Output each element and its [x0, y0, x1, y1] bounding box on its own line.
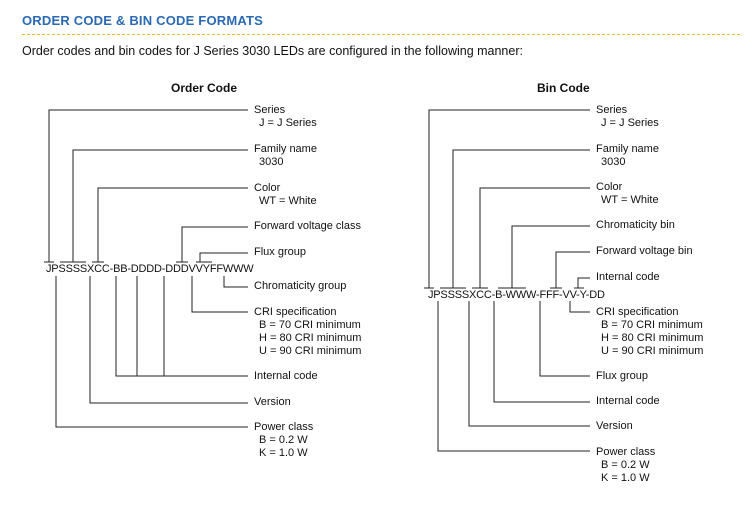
- bin-color-title: Color: [596, 181, 623, 193]
- order-family-label: Family name 3030: [254, 143, 317, 169]
- order-cri-h: H = 80 CRI minimum: [259, 332, 362, 344]
- page-title: ORDER CODE & BIN CODE FORMATS: [22, 13, 264, 28]
- order-series-title: Series: [254, 104, 286, 116]
- order-internal-label: Internal code: [254, 370, 318, 382]
- title-divider: [22, 34, 740, 35]
- bin-power-b: B = 0.2 W: [601, 459, 650, 471]
- order-cri-b: B = 70 CRI minimum: [259, 319, 361, 331]
- order-power-label: Power class B = 0.2 W K = 1.0 W: [254, 421, 313, 460]
- order-power-b: B = 0.2 W: [259, 434, 308, 446]
- bin-power-k: K = 1.0 W: [601, 472, 650, 484]
- bin-series-label: Series J = J Series: [596, 104, 659, 130]
- bin-cri-u: U = 90 CRI minimum: [601, 345, 704, 357]
- order-color-label: Color WT = White: [254, 182, 317, 208]
- bin-cri-title: CRI specification: [596, 306, 679, 318]
- order-power-k: K = 1.0 W: [259, 447, 308, 459]
- bin-family-title: Family name: [596, 143, 659, 155]
- order-family-value: 3030: [259, 156, 284, 168]
- bin-flux-label: Flux group: [596, 370, 648, 382]
- order-family-title: Family name: [254, 143, 317, 155]
- bin-internal2-label: Internal code: [596, 395, 660, 407]
- intro-text: Order codes and bin codes for J Series 3…: [22, 44, 523, 58]
- bin-family-value: 3030: [601, 156, 626, 168]
- bin-series-value: J = J Series: [601, 117, 659, 129]
- bin-color-value: WT = White: [601, 194, 659, 206]
- order-code-string: JPSSSSXCC-BB-DDDD-DDDVVYFFWWW: [46, 263, 254, 275]
- order-cri-u: U = 90 CRI minimum: [259, 345, 362, 357]
- bin-family-label: Family name 3030: [596, 143, 659, 169]
- order-chroma-label: Chromaticity group: [254, 280, 347, 292]
- order-series-value: J = J Series: [259, 117, 317, 129]
- bin-code-string: JPSSSSXCC-B-WWW-FFF-VV-Y-DD: [428, 289, 605, 301]
- order-code-heading: Order Code: [171, 81, 238, 95]
- bin-cri-label: CRI specification B = 70 CRI minimum H =…: [596, 306, 703, 358]
- bin-color-label: Color WT = White: [596, 181, 659, 207]
- order-fvclass-label: Forward voltage class: [254, 220, 361, 232]
- bin-internal-label: Internal code: [596, 271, 660, 283]
- bin-fvbin-label: Forward voltage bin: [596, 245, 693, 257]
- order-flux-label: Flux group: [254, 246, 306, 258]
- bin-power-label: Power class B = 0.2 W K = 1.0 W: [596, 446, 655, 485]
- bin-power-title: Power class: [596, 446, 656, 458]
- bin-chromabin-label: Chromaticity bin: [596, 219, 675, 231]
- bin-code-heading: Bin Code: [537, 81, 590, 95]
- order-color-value: WT = White: [259, 195, 317, 207]
- order-color-title: Color: [254, 182, 281, 194]
- order-series-label: Series J = J Series: [254, 104, 317, 130]
- bin-series-title: Series: [596, 104, 628, 116]
- bin-cri-b: B = 70 CRI minimum: [601, 319, 703, 331]
- order-version-label: Version: [254, 396, 291, 408]
- order-cri-label: CRI specification B = 70 CRI minimum H =…: [254, 306, 361, 358]
- order-power-title: Power class: [254, 421, 314, 433]
- order-cri-title: CRI specification: [254, 306, 337, 318]
- bin-cri-h: H = 80 CRI minimum: [601, 332, 704, 344]
- bin-version-label: Version: [596, 420, 633, 432]
